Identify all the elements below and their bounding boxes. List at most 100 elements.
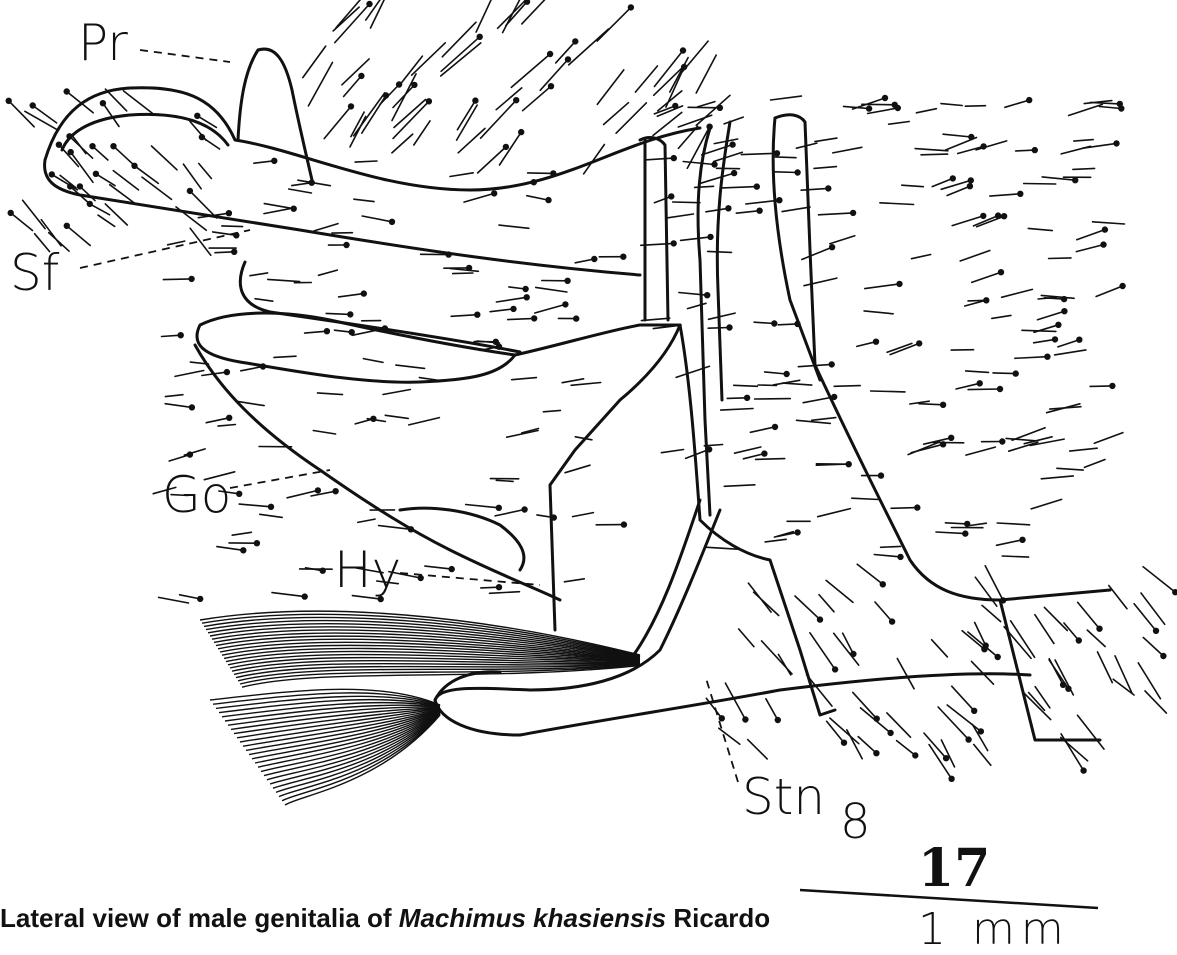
seta-hair [947,186,970,195]
seta-hair [339,294,364,297]
seta-hair [880,203,914,205]
seta-socket [78,184,83,189]
seta-socket [726,206,731,211]
seta-hair [766,699,778,720]
seta-hair [175,371,204,377]
seta-socket [983,643,988,648]
seta-hair [721,409,753,411]
seta-hair [124,91,154,114]
seta-socket [681,48,686,53]
seta-hair [264,204,293,209]
label-hy: Hy [334,545,401,595]
seta-hair [739,629,754,647]
caption-author: Ricardo [666,903,770,933]
seta-hair [782,207,810,212]
seta-socket [705,293,710,298]
seta-hair [318,393,343,395]
seta-hair [815,138,837,142]
seta-hair [679,293,707,296]
seta-socket [232,249,237,254]
seta-hair [98,215,115,226]
seta-socket [915,505,920,510]
seta-socket [1173,590,1177,595]
seta-hair [916,109,936,113]
seta-hair [308,62,332,106]
seta-hair [543,410,560,411]
seta-socket [719,716,724,721]
seta-hair [1077,230,1105,240]
central-plate [550,325,680,630]
seta-hair [1015,357,1048,359]
seta-hair [1083,143,1117,148]
seta-socket [1161,654,1166,659]
seta-hair [217,547,243,551]
seta-socket [874,751,879,756]
seta-hair [1084,460,1105,468]
seta-hair [966,447,995,455]
seta-hair [523,86,551,111]
seta-hair [932,640,948,657]
seta-hair [972,272,1001,282]
aedeagus-tip [435,672,500,700]
seta-hair [571,383,601,386]
seta-socket [525,0,530,4]
seta-hair [565,465,590,473]
seta-hair [783,383,812,385]
seta-socket [795,170,800,175]
seta-hair [1049,258,1071,259]
seta-hair [864,311,893,314]
seta-hair [394,100,426,128]
seta-hair [982,605,1001,621]
seta-hair [857,564,883,584]
seta-hair [218,425,235,427]
seta-socket [1018,191,1023,196]
seta-socket [101,101,106,106]
figure-number: 17 [918,843,990,895]
seta-hair [1143,638,1163,657]
seta-hair [564,579,584,582]
seta-hair [741,153,777,154]
seta-socket [519,130,524,135]
seta-hair [993,373,1016,374]
seta-hair [709,313,736,319]
seta-hair [222,226,243,227]
seta-hair [774,172,797,173]
seta-socket [195,113,200,118]
seta-hair [1038,311,1065,320]
seta-hair [945,523,967,524]
seta-hair [1078,715,1105,749]
seta-hair [678,115,711,127]
seta-socket [981,214,986,219]
seta-socket [225,370,230,375]
seta-socket [548,52,553,57]
seta-socket [1032,148,1037,153]
seta-hair [457,101,475,130]
seta-hair [862,104,895,105]
seta-hair [889,122,910,125]
seta-socket [237,491,242,496]
seta-socket [188,452,193,457]
seta-hair [826,580,853,602]
caption-prefix: Lateral view of male genitalia of [0,903,399,933]
seta-socket [523,287,528,292]
seta-hair [1034,339,1055,342]
seta-socket [830,245,835,250]
seta-hair [804,278,837,286]
seta-socket [1045,354,1050,359]
seta-hair [1012,428,1045,441]
seta-hair [163,279,191,280]
seta-socket [493,339,498,344]
seta-hair [1099,107,1121,109]
seta-socket [592,257,597,262]
seta-hair [260,514,282,517]
seta-hair [1041,476,1073,479]
seta-hair [363,359,383,363]
seta-hair [512,378,537,380]
seta-socket [302,594,307,599]
seta-socket [68,150,73,155]
filament-lower [219,700,440,713]
seta-hair [819,213,854,215]
seta-socket [1002,214,1007,219]
seta-hair [409,418,440,425]
seta-hair [688,107,720,108]
